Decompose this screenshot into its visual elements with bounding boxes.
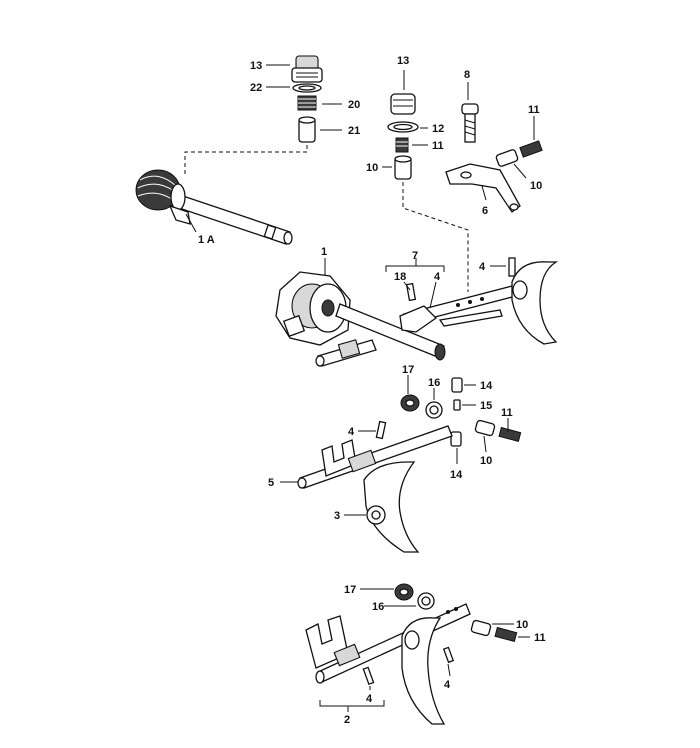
plunger-10-right xyxy=(495,149,519,167)
callouts: 13 22 20 21 1 A 13 12 11 10 8 11 10 6 1 … xyxy=(198,55,546,726)
shift-fork-lower xyxy=(401,617,446,725)
callout-12: 12 xyxy=(432,123,444,135)
plunger-10-middle xyxy=(394,155,412,180)
callout-4-shaft2: 4 xyxy=(366,693,373,705)
plug-screw-13-left xyxy=(291,55,323,83)
spring-11-lower xyxy=(494,626,518,643)
plunger-10-lower xyxy=(470,619,492,637)
selector-shaft-1a xyxy=(135,169,293,245)
plug-screw-13-middle xyxy=(390,93,416,115)
callout-22: 22 xyxy=(250,82,262,94)
pin-4-shaft-2 xyxy=(362,666,375,686)
callout-5: 5 xyxy=(268,477,274,489)
callout-13-middle: 13 xyxy=(397,55,409,67)
callout-10-right: 10 xyxy=(530,180,542,192)
plunger-21 xyxy=(298,116,316,143)
pin-18 xyxy=(405,282,417,302)
assembly-line-1a xyxy=(184,145,308,175)
spring-11-right xyxy=(519,140,543,158)
callout-2: 2 xyxy=(344,714,350,726)
pin-4-shaft-5 xyxy=(375,420,387,440)
sleeve-14-lower xyxy=(450,431,462,447)
callout-6: 6 xyxy=(482,205,488,217)
bolt-8 xyxy=(461,103,479,143)
spring-11-middle xyxy=(395,137,409,153)
shift-fork-3 xyxy=(363,461,420,553)
leader-lines xyxy=(185,64,535,712)
callout-11-right: 11 xyxy=(528,104,540,116)
callout-3: 3 xyxy=(334,510,340,522)
shift-shaft-2 xyxy=(305,603,471,684)
seal-ring-22 xyxy=(292,83,322,93)
callout-17-upper: 17 xyxy=(402,364,414,376)
washer-16-lower xyxy=(417,592,435,610)
callout-17-lower: 17 xyxy=(344,584,356,596)
callout-4-fork-lower: 4 xyxy=(444,679,451,691)
main-shaft-1 xyxy=(335,303,446,361)
callout-14-lower: 14 xyxy=(450,469,463,481)
callout-10-middle: 10 xyxy=(366,162,378,174)
lower-rod-1 xyxy=(315,339,377,367)
callout-16-upper: 16 xyxy=(428,377,440,389)
callout-21: 21 xyxy=(348,125,360,137)
callout-11-middle: 11 xyxy=(432,140,444,152)
pin-15 xyxy=(453,399,461,411)
callout-10-lower: 10 xyxy=(516,619,528,631)
callout-14-upper: 14 xyxy=(480,380,493,392)
seal-ring-12 xyxy=(387,121,419,133)
callout-15: 15 xyxy=(480,400,492,412)
selector-housing-1 xyxy=(275,271,351,346)
callout-4-shaft5: 4 xyxy=(348,426,355,438)
plunger-10-middle-group xyxy=(474,419,496,437)
spring-11-middle-group xyxy=(498,426,522,443)
nut-17-lower xyxy=(394,583,414,601)
callout-4-fork: 4 xyxy=(479,261,486,273)
callout-11-middle-group: 11 xyxy=(501,407,513,419)
callout-11-lower: 11 xyxy=(534,632,546,644)
shift-rod-7 xyxy=(399,285,517,333)
callout-16-lower: 16 xyxy=(372,601,384,613)
callout-13-left: 13 xyxy=(250,60,262,72)
shift-shaft-5 xyxy=(297,425,453,489)
bracket-6 xyxy=(445,163,521,213)
callout-20: 20 xyxy=(348,99,360,111)
callout-1: 1 xyxy=(321,246,327,258)
callout-7: 7 xyxy=(412,250,418,262)
callout-4-rod: 4 xyxy=(434,271,441,283)
pin-4-fork-lower xyxy=(442,646,455,664)
callout-10-middle-group: 10 xyxy=(480,455,492,467)
callout-8: 8 xyxy=(464,69,470,81)
spring-20 xyxy=(297,95,317,111)
shift-fork-upper xyxy=(511,261,559,345)
washer-16-upper xyxy=(425,401,443,419)
callout-1a: 1 A xyxy=(198,234,215,246)
callout-18: 18 xyxy=(394,271,406,283)
pin-4-fork-upper xyxy=(508,257,516,277)
sleeve-14-upper xyxy=(451,377,463,393)
nut-17-upper xyxy=(400,394,420,412)
